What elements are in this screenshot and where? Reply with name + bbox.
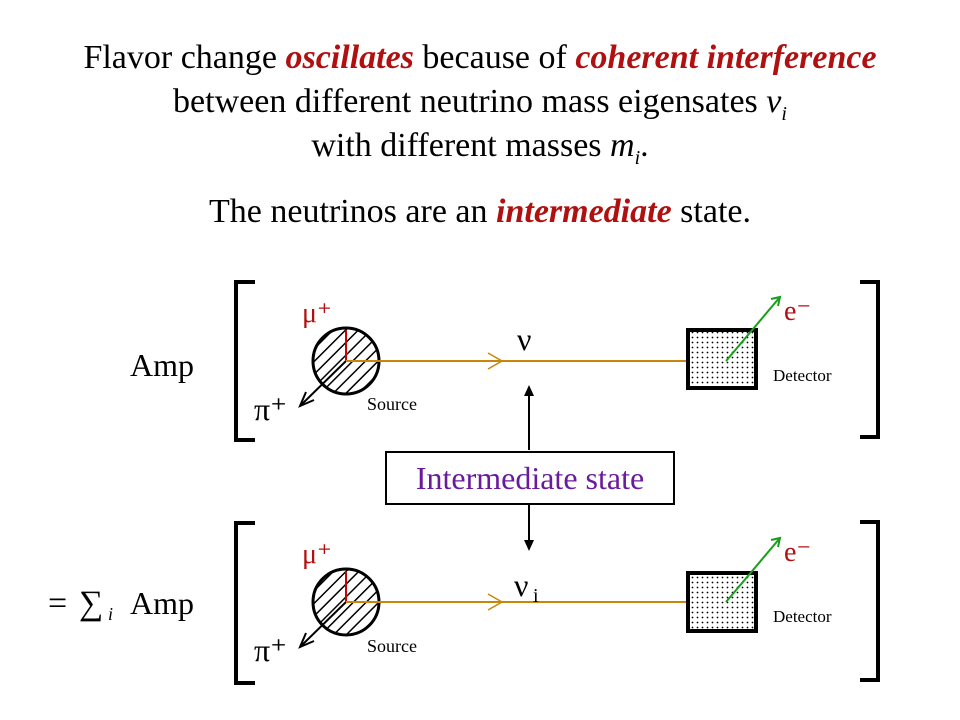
title-text: between different neutrino mass eigensat… — [173, 83, 767, 120]
title-line-2: between different neutrino mass eigensat… — [0, 80, 960, 136]
sum-index: i — [108, 604, 113, 624]
title-text: with different masses — [311, 127, 611, 164]
title-text: because of — [413, 39, 576, 76]
pion-arrow-icon — [298, 632, 315, 649]
electron-arrow-icon — [770, 295, 782, 307]
electron-label-top: e⁻ — [784, 296, 811, 327]
right-bracket-top — [860, 280, 880, 439]
title-line-3: with different masses mi. — [0, 124, 960, 180]
left-bracket-bottom — [234, 521, 255, 685]
emphasis-oscillates: oscillates — [285, 39, 414, 76]
neutrino-label-bottom: ν — [514, 567, 528, 603]
up-arrowhead-icon — [524, 385, 534, 396]
mass-subscript: i — [634, 146, 641, 169]
nu-subscript: i — [781, 102, 787, 125]
detector-label-bottom: Detector — [773, 607, 832, 626]
detector-label-top: Detector — [773, 366, 832, 385]
title-text: The neutrinos are an — [209, 193, 497, 230]
down-arrowhead-icon — [524, 540, 534, 551]
intermediate-state-label: Intermediate state — [415, 460, 645, 496]
nu-symbol: ν — [766, 83, 782, 120]
pion-arrow-icon — [298, 391, 315, 408]
title-text: state. — [671, 193, 751, 230]
emphasis-coherent-interference: coherent interference — [575, 39, 877, 76]
pion-label-top: π⁺ — [254, 391, 287, 427]
title-text: Flavor change — [83, 39, 286, 76]
amp-label-bottom: Amp — [130, 585, 194, 621]
title-line-1: Flavor change oscillates because of cohe… — [0, 36, 960, 80]
muon-label-top: μ⁺ — [302, 298, 332, 329]
source-label-bottom: Source — [367, 636, 417, 656]
pion-line-bottom — [299, 601, 347, 648]
right-bracket-bottom — [860, 520, 880, 682]
pion-label-bottom: π⁺ — [254, 632, 287, 668]
electron-arrow-icon — [770, 536, 782, 548]
muon-label-bottom: μ⁺ — [302, 539, 332, 570]
equals-sign: = — [48, 585, 67, 622]
neutrino-arrow-icon — [487, 593, 504, 611]
mass-symbol: m — [610, 127, 635, 164]
neutrino-label-top: ν — [517, 321, 531, 357]
amp-label-top: Amp — [130, 347, 194, 383]
sum-symbol: ∑ — [79, 585, 103, 622]
left-bracket-top — [234, 280, 255, 442]
neutrino-subscript-bottom: i — [533, 585, 539, 607]
electron-line-bottom — [725, 537, 781, 603]
electron-label-bottom: e⁻ — [784, 537, 811, 568]
neutrino-arrow-icon — [487, 352, 504, 370]
detector-box-bottom — [686, 571, 758, 633]
pion-line-top — [299, 360, 347, 407]
title-text: . — [640, 127, 649, 164]
source-label-top: Source — [367, 394, 417, 414]
title-line-4: The neutrinos are an intermediate state. — [0, 190, 960, 234]
electron-line-top — [725, 296, 781, 362]
emphasis-intermediate: intermediate — [496, 193, 672, 230]
intermediate-state-box: Intermediate state — [385, 451, 675, 505]
